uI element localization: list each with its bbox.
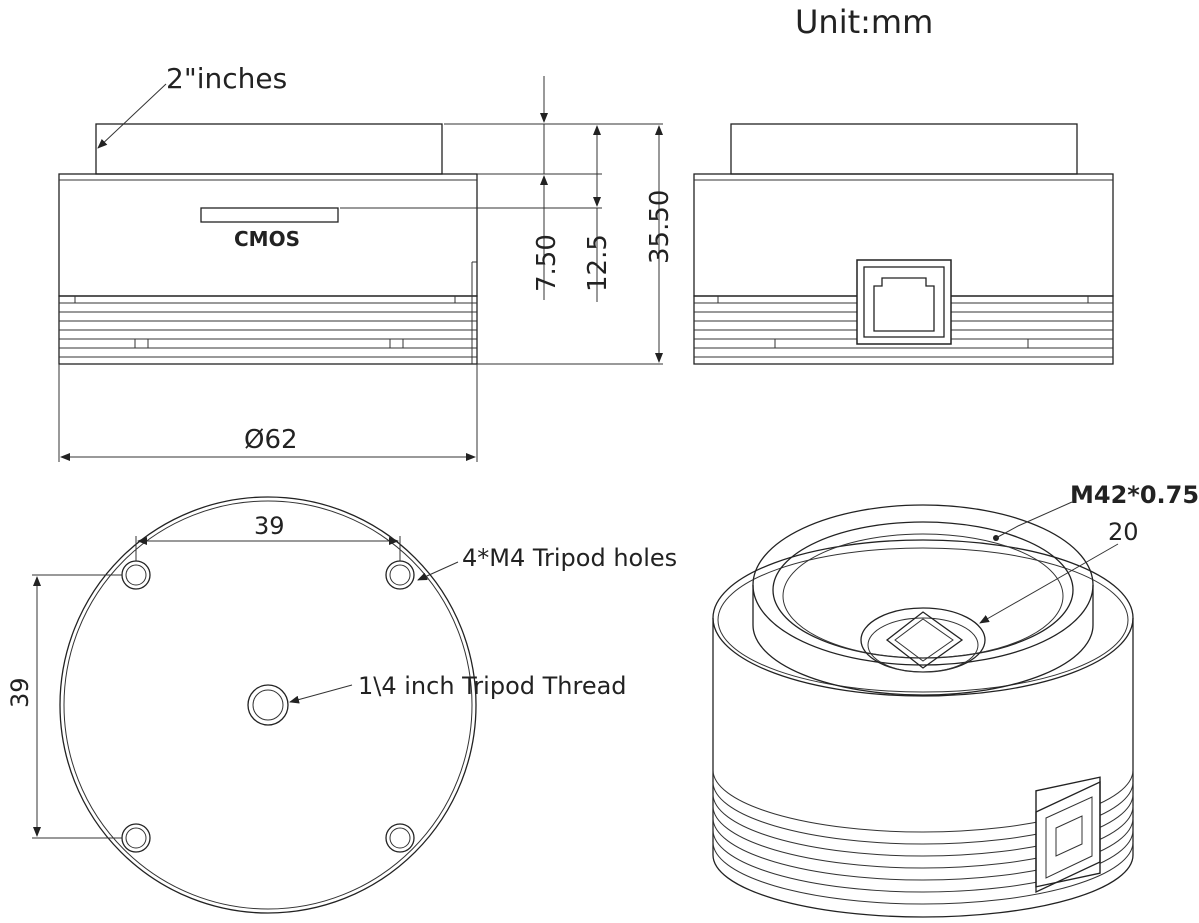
tripod-hole-bottom-right	[385, 823, 415, 853]
sensor-size-label: 2"inches	[166, 62, 287, 95]
dimension-hole-horizontal	[135, 536, 401, 561]
bottom-view	[59, 496, 477, 914]
tripod-thread-hole	[247, 684, 289, 726]
dimension-height-total: 35.50	[645, 190, 675, 264]
dimension-height-short: 7.50	[532, 234, 562, 292]
dimension-diameter-label: Ø62	[244, 425, 298, 455]
tripod-thread-label: 1\4 inch Tripod Thread	[358, 672, 627, 700]
dimension-diameter	[58, 364, 478, 462]
tripod-holes-label: 4*M4 Tripod holes	[462, 544, 677, 572]
front-view	[58, 123, 478, 365]
dimension-height-mid: 12.5	[583, 234, 613, 292]
unit-label: Unit:mm	[795, 3, 933, 41]
hole-spacing-vertical-label: 39	[6, 677, 34, 708]
side-port-detail	[1035, 780, 1101, 894]
cmos-label: CMOS	[234, 227, 300, 251]
port-icon	[856, 259, 952, 345]
cmos-sensor	[200, 207, 339, 223]
aperture-label: 20	[1108, 518, 1139, 546]
thread-label: M42*0.75	[1070, 481, 1199, 509]
perspective-view	[712, 504, 1134, 918]
side-view	[693, 123, 1114, 365]
hole-spacing-horizontal-label: 39	[254, 512, 285, 540]
dimension-hole-vertical	[32, 574, 122, 839]
